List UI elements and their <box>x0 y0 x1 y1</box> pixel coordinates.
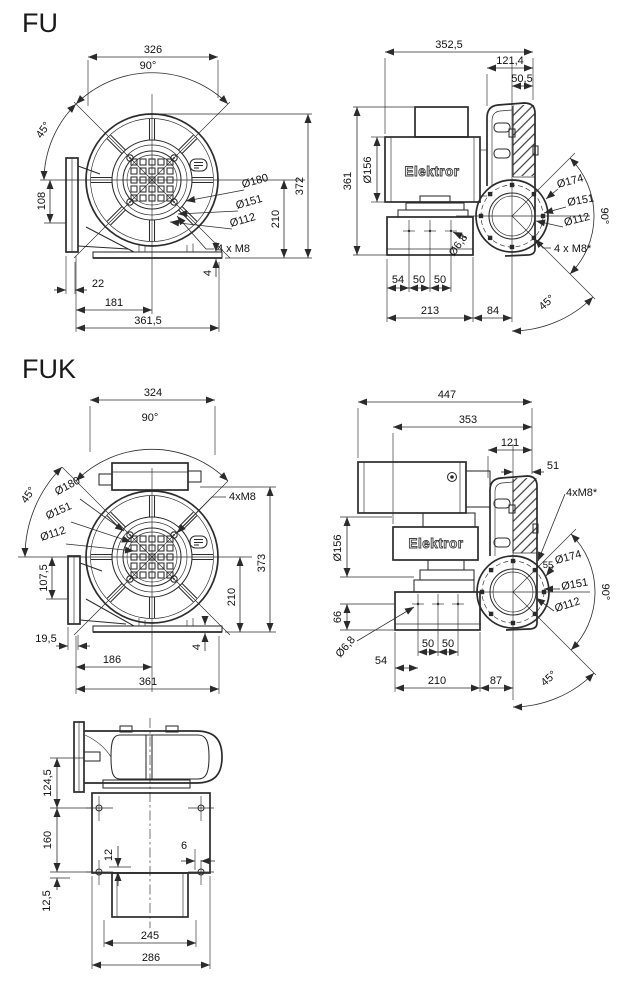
dim-label: 4 x M8 <box>217 243 250 255</box>
dim-label: 4 <box>202 270 214 276</box>
dim-label: 4xM8* <box>566 487 598 499</box>
section-hatch <box>513 478 537 553</box>
dim-label: 108 <box>36 192 48 210</box>
dim-label: Ø156 <box>362 157 374 184</box>
dim-label: 124,5 <box>42 769 54 797</box>
fuk-side-dimensions <box>340 398 596 711</box>
dim-label: 19,5 <box>35 633 56 645</box>
section-title-fu: FU <box>22 8 58 38</box>
fuk-bottom-view: 124,5 160 12,5 12 6 245 286 <box>41 718 223 969</box>
dim-label: 181 <box>105 297 123 309</box>
dim-label: 22 <box>92 278 104 290</box>
fan-housing-side <box>486 102 536 257</box>
fu-side-view: Elektror <box>342 39 610 335</box>
fan-top-outline <box>84 730 223 784</box>
dim-label: 55 <box>543 560 554 571</box>
dim-label: 84 <box>487 305 499 317</box>
dim-label: 352,5 <box>435 39 463 51</box>
dim-label: 373 <box>256 554 268 572</box>
dim-label: 186 <box>103 654 121 666</box>
dim-label: 353 <box>459 414 477 426</box>
dim-label: 54 <box>375 655 387 667</box>
fan-housing-side <box>489 475 538 631</box>
dim-label: 50,5 <box>511 73 532 85</box>
dim-label: 326 <box>144 44 162 56</box>
dim-label: Ø151 <box>566 192 595 208</box>
dim-label: 361 <box>139 676 157 688</box>
dim-label: 66 <box>332 611 344 623</box>
dim-label: 87 <box>490 675 502 687</box>
dim-label: 324 <box>144 387 162 399</box>
fu-side-dimensions <box>353 48 595 335</box>
section-title-fuk: FUK <box>22 354 76 384</box>
shaft-stub <box>83 751 101 762</box>
fu-section: FU <box>22 8 610 335</box>
eyebolt <box>446 471 458 483</box>
dim-label: Ø156 <box>332 535 344 562</box>
dim-label: 50 <box>422 638 434 650</box>
dim-label: 213 <box>421 305 439 317</box>
dim-label: 4xM8 <box>229 491 256 503</box>
dim-label: 210 <box>428 675 446 687</box>
dim-label: 12,5 <box>41 890 53 911</box>
fu-front-dimensions <box>40 53 312 332</box>
fuk-side-labels: 447 353 121 51 4xM8* Ø156 55 Ø174 Ø151 Ø… <box>332 389 611 689</box>
dim-label: 90° <box>598 208 610 225</box>
dim-label: 51 <box>547 460 559 472</box>
dim-label: 372 <box>294 177 306 195</box>
dim-label: 6 <box>181 840 187 852</box>
dim-label: 361 <box>342 172 354 190</box>
brand-logo: Elektror <box>404 164 459 179</box>
dim-label: 54 <box>392 274 404 286</box>
fuk-side-outline <box>357 444 597 700</box>
dim-label: 90° <box>142 412 159 424</box>
fuk-bottom-outline <box>73 718 223 928</box>
dim-label: 50 <box>413 274 425 286</box>
fuk-front-dimensions <box>21 396 274 694</box>
dim-label: 210 <box>270 210 282 228</box>
section-hatch <box>513 105 535 176</box>
dim-label: 4 x M8* <box>554 243 592 255</box>
brand-logo: Elektror <box>408 536 463 551</box>
fuk-side-view: Elektror <box>332 389 611 711</box>
dim-label: 90° <box>140 60 157 72</box>
base-block <box>394 591 481 631</box>
dim-label: 107,5 <box>38 564 50 592</box>
fuk-bottom-dimensions <box>50 757 215 969</box>
dim-label: 12 <box>103 849 115 861</box>
dim-label: 90° <box>599 584 611 601</box>
fu-side-outline <box>384 62 596 322</box>
dim-label: 361,5 <box>134 315 162 327</box>
dim-label: 50 <box>434 274 446 286</box>
dim-label: 210 <box>226 588 238 606</box>
dim-label: 121 <box>501 437 519 449</box>
fu-side-labels: 352,5 121,4 50,5 361 Ø156 Ø174 Ø151 Ø112… <box>342 39 610 317</box>
dim-label: 4 <box>191 644 203 650</box>
motor-top-outline <box>110 734 210 780</box>
fu-front-view: 326 90° 45° 108 Ø180 Ø151 Ø112 4 x M8 4 … <box>34 44 312 332</box>
dim-label: 160 <box>42 831 54 849</box>
dim-label: 121,4 <box>496 55 524 67</box>
fuk-bottom-labels: 124,5 160 12,5 12 6 245 286 <box>41 769 187 964</box>
dim-label: 447 <box>438 389 456 401</box>
dim-label: 50 <box>442 638 454 650</box>
fu-front-labels: 326 90° 45° 108 Ø180 Ø151 Ø112 4 x M8 4 … <box>34 44 306 327</box>
terminal-box <box>414 106 469 138</box>
dim-label: 245 <box>141 930 159 942</box>
dim-label: 286 <box>142 952 160 964</box>
dim-label: Ø151 <box>560 576 589 592</box>
